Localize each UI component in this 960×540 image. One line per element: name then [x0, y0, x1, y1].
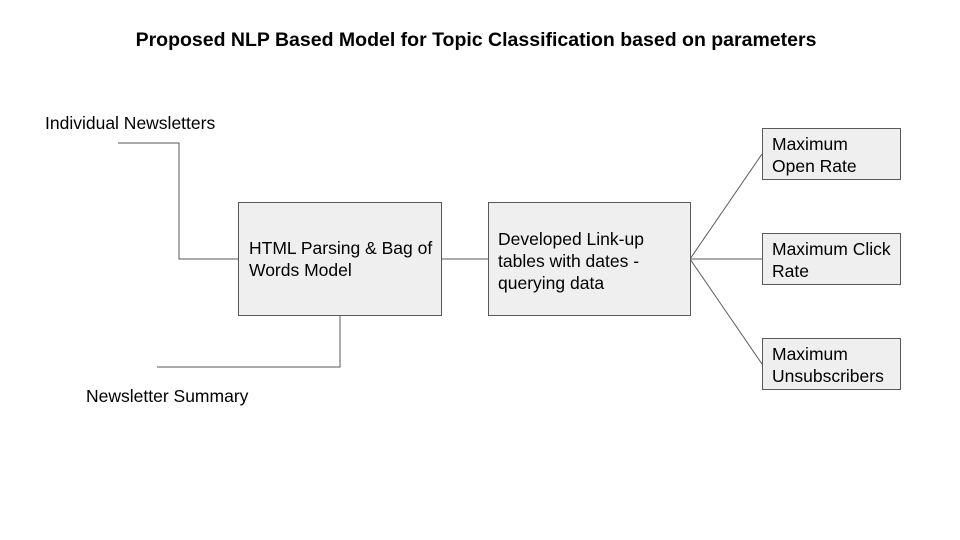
output-label-open-rate: Maximum Open Rate	[772, 134, 857, 176]
connector-lookup-to-open-rate	[689, 153, 763, 260]
input-label-newsletters: Individual Newsletters	[45, 113, 216, 133]
output-box-click-rate: Maximum Click Rate	[762, 233, 901, 285]
connector-summary-to-parsing	[157, 315, 341, 368]
process-label-lookup: Developed Link-up tables with dates - qu…	[498, 229, 644, 293]
connector-newsletters-to-parsing	[118, 142, 238, 260]
process-box-lookup: Developed Link-up tables with dates - qu…	[488, 202, 691, 316]
process-label-parsing: HTML Parsing & Bag of Words Model	[249, 238, 433, 280]
output-label-unsubscribers: Maximum Unsubscribers	[772, 344, 884, 386]
connector-lookup-to-unsubscribers	[689, 258, 763, 365]
process-box-parsing: HTML Parsing & Bag of Words Model	[238, 202, 442, 316]
input-label-summary: Newsletter Summary	[86, 386, 249, 406]
diagram-title: Proposed NLP Based Model for Topic Class…	[135, 29, 817, 51]
output-label-click-rate: Maximum Click Rate	[772, 239, 891, 281]
output-box-unsubscribers: Maximum Unsubscribers	[762, 338, 901, 390]
output-box-open-rate: Maximum Open Rate	[762, 128, 901, 180]
